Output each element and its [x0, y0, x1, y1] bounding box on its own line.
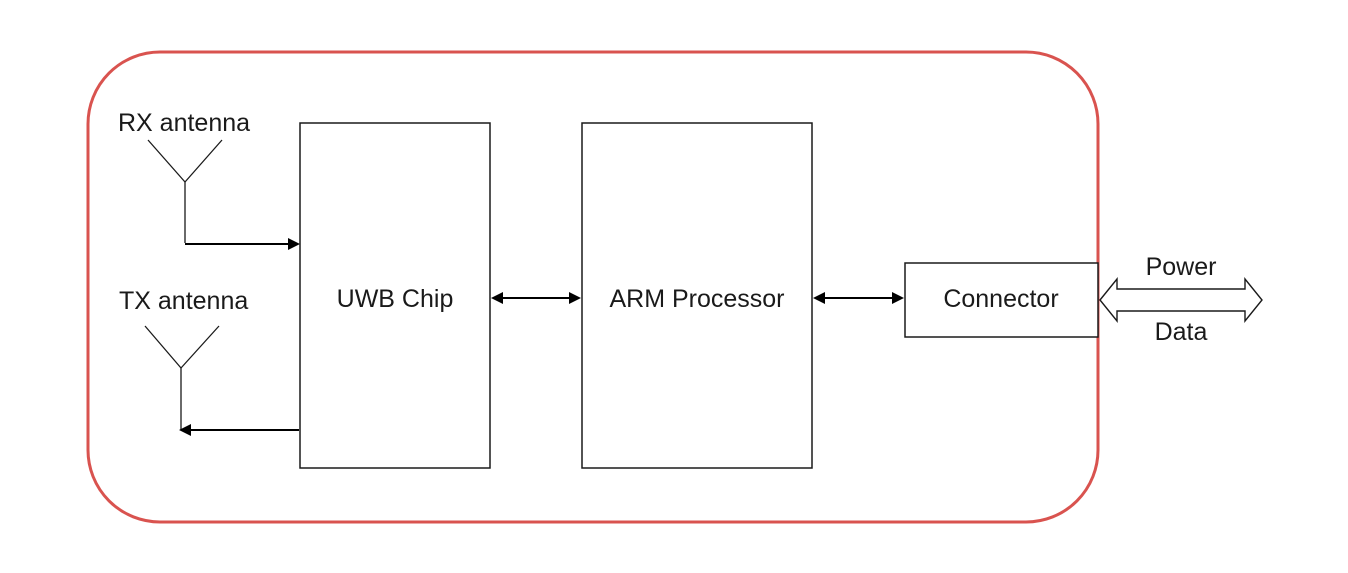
connector-block	[904, 262, 1099, 338]
uwb-arm-link-arrow	[491, 292, 581, 304]
arm-connector-link-arrow	[813, 292, 904, 304]
rx-antenna-icon	[147, 139, 223, 243]
uwb-chip-block	[299, 122, 491, 469]
connector-label: Connector	[943, 285, 1058, 313]
tx-antenna-label: TX antenna	[119, 287, 248, 315]
rx-signal-arrow	[185, 238, 300, 250]
arm-processor-block	[581, 122, 813, 469]
data-label: Data	[1155, 318, 1208, 346]
rx-antenna-label: RX antenna	[118, 109, 250, 137]
arm-processor-label: ARM Processor	[609, 285, 784, 313]
tx-signal-arrow	[179, 424, 299, 436]
uwb-chip-label: UWB Chip	[337, 285, 454, 313]
power-label: Power	[1146, 253, 1217, 281]
tx-antenna-icon	[144, 325, 220, 430]
power-data-external-arrow-icon	[1099, 277, 1263, 323]
